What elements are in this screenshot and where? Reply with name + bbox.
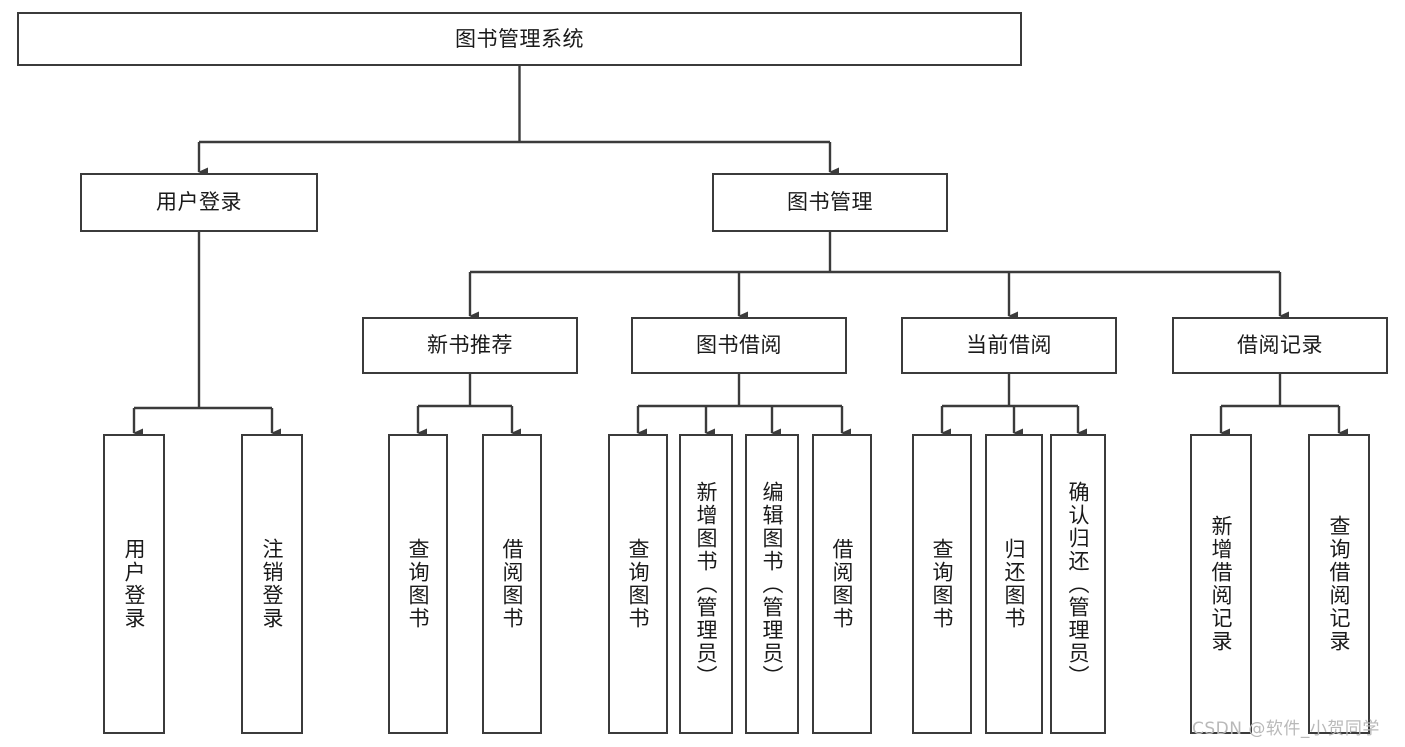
node-label: 新增借阅记录 <box>1209 515 1234 653</box>
node-leaf-borrow-book-2[interactable]: 借阅图书 <box>812 434 872 734</box>
edge-group <box>132 66 1348 438</box>
node-label: 新增图书（管理员） <box>694 480 719 688</box>
node-label: 查询图书 <box>930 538 955 630</box>
node-label: 查询图书 <box>626 538 651 630</box>
node-borrow-record[interactable]: 借阅记录 <box>1172 317 1388 374</box>
node-leaf-user-login[interactable]: 用户登录 <box>103 434 165 734</box>
node-current-borrow[interactable]: 当前借阅 <box>901 317 1117 374</box>
node-label: 归还图书 <box>1002 538 1027 630</box>
node-leaf-borrow-book-1[interactable]: 借阅图书 <box>482 434 542 734</box>
node-book-borrow[interactable]: 图书借阅 <box>631 317 847 374</box>
node-label: 用户登录 <box>122 538 147 630</box>
node-leaf-query-book-3[interactable]: 查询图书 <box>912 434 972 734</box>
node-label: 当前借阅 <box>966 333 1052 358</box>
node-label: 查询借阅记录 <box>1327 515 1352 653</box>
node-label: 借阅图书 <box>830 538 855 630</box>
node-leaf-query-book-2[interactable]: 查询图书 <box>608 434 668 734</box>
node-label: 用户登录 <box>156 190 242 215</box>
node-label: 确认归还（管理员） <box>1066 480 1091 688</box>
node-leaf-user-logout[interactable]: 注销登录 <box>241 434 303 734</box>
node-label: 图书管理系统 <box>455 26 584 51</box>
node-label: 借阅图书 <box>500 538 525 630</box>
node-leaf-query-record[interactable]: 查询借阅记录 <box>1308 434 1370 734</box>
node-leaf-confirm-return[interactable]: 确认归还（管理员） <box>1050 434 1106 734</box>
node-leaf-query-book-1[interactable]: 查询图书 <box>388 434 448 734</box>
node-new-book-rec[interactable]: 新书推荐 <box>362 317 578 374</box>
node-root[interactable]: 图书管理系统 <box>17 12 1022 66</box>
node-label: 注销登录 <box>260 538 285 630</box>
node-label: 编辑图书（管理员） <box>760 480 785 688</box>
node-label: 图书借阅 <box>696 333 782 358</box>
node-user-login[interactable]: 用户登录 <box>80 173 318 232</box>
node-leaf-add-record[interactable]: 新增借阅记录 <box>1190 434 1252 734</box>
node-label: 图书管理 <box>787 190 873 215</box>
node-book-manage[interactable]: 图书管理 <box>712 173 948 232</box>
node-leaf-edit-book[interactable]: 编辑图书（管理员） <box>745 434 799 734</box>
node-leaf-add-book[interactable]: 新增图书（管理员） <box>679 434 733 734</box>
node-label: 借阅记录 <box>1237 333 1323 358</box>
node-leaf-return-book[interactable]: 归还图书 <box>985 434 1043 734</box>
node-label: 查询图书 <box>406 538 431 630</box>
node-label: 新书推荐 <box>427 333 513 358</box>
